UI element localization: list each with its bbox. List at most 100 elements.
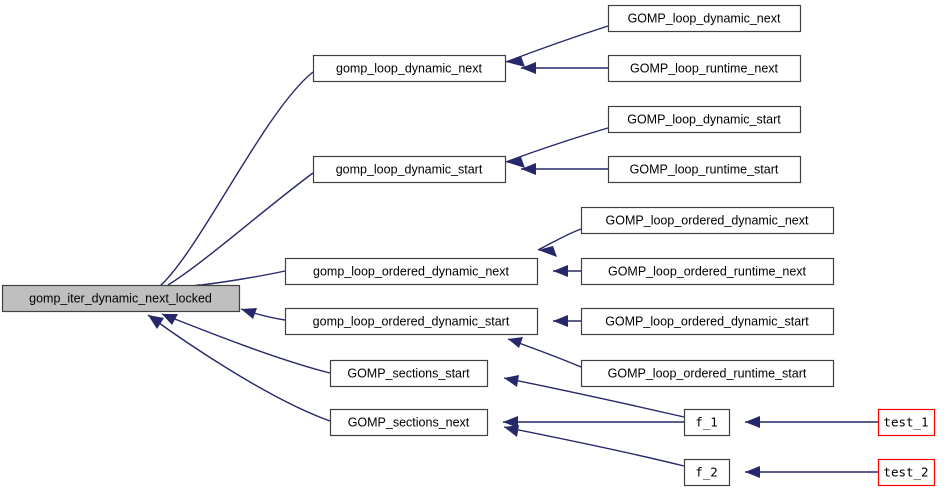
edge-line [503, 377, 685, 418]
node-box[interactable] [877, 408, 936, 437]
edge-GLRN-to-gldn [521, 62, 608, 74]
edge-GLODN-to-glodn [537, 228, 582, 257]
graph-node-f2[interactable]: f_2 [683, 458, 731, 487]
edge-GLRS-to-glds [521, 163, 608, 175]
edge-GLORN-to-glodn [553, 265, 581, 277]
node-label: gomp_loop_ordered_dynamic_next [313, 264, 509, 278]
node-box[interactable] [312, 54, 507, 83]
node-box[interactable] [580, 206, 835, 235]
node-label: gomp_loop_dynamic_next [336, 61, 482, 75]
graph-node-gldn[interactable]: gomp_loop_dynamic_next [312, 54, 507, 83]
nodes-layer: gomp_iter_dynamic_next_locked gomp_loop_d… [1, 4, 936, 487]
graph-node-glodn[interactable]: gomp_loop_ordered_dynamic_next [284, 257, 539, 286]
graph-node-glods[interactable]: gomp_loop_ordered_dynamic_start [284, 307, 539, 336]
node-box[interactable] [580, 307, 835, 336]
node-box[interactable] [683, 408, 731, 437]
node-label: gomp_loop_ordered_dynamic_start [313, 314, 510, 328]
arrowhead-icon [506, 56, 525, 67]
node-box[interactable] [607, 54, 802, 83]
edges-layer [147, 25, 878, 478]
edge-test2-to-f2 [745, 466, 878, 478]
arrowhead-icon [538, 246, 557, 257]
node-label: test_2 [883, 465, 928, 480]
node-box[interactable] [607, 155, 802, 184]
node-label: GOMP_sections_next [348, 415, 470, 429]
edge-f2-to-gsecn [503, 425, 685, 467]
edge-test1-to-f1 [745, 416, 878, 428]
node-label: test_1 [883, 415, 928, 430]
edge-line [161, 313, 331, 374]
arrowhead-icon [506, 157, 525, 168]
graph-node-gsecn[interactable]: GOMP_sections_next [329, 408, 489, 437]
arrowhead-icon [553, 315, 568, 327]
arrowhead-icon [521, 62, 536, 74]
node-label: GOMP_loop_ordered_runtime_start [608, 366, 807, 380]
graph-node-GLODS[interactable]: GOMP_loop_ordered_dynamic_start [580, 307, 835, 336]
graph-node-GLRN[interactable]: GOMP_loop_runtime_next [607, 54, 802, 83]
arrowhead-icon [745, 466, 760, 478]
edge-GLDS-to-glds [505, 127, 609, 168]
node-box[interactable] [683, 458, 731, 487]
node-label: GOMP_loop_ordered_dynamic_next [606, 213, 809, 227]
node-label: GOMP_loop_ordered_dynamic_start [605, 314, 809, 328]
edge-line [167, 172, 314, 286]
graph-node-GLDN[interactable]: GOMP_loop_dynamic_next [607, 4, 802, 33]
arrowhead-icon [745, 416, 760, 428]
node-label: f_2 [695, 465, 718, 480]
arrowhead-icon [521, 163, 536, 175]
graph-node-GLORN[interactable]: GOMP_loop_ordered_runtime_next [580, 257, 835, 286]
graph-node-glds[interactable]: gomp_loop_dynamic_start [312, 155, 507, 184]
graph-node-GLORS[interactable]: GOMP_loop_ordered_runtime_start [580, 359, 835, 388]
node-box[interactable] [284, 307, 539, 336]
node-box[interactable] [877, 458, 936, 487]
arrowhead-icon [508, 337, 523, 348]
arrowhead-icon [504, 375, 519, 387]
node-box[interactable] [1, 284, 241, 313]
node-label: gomp_iter_dynamic_next_locked [29, 291, 212, 305]
edge-line [159, 71, 314, 287]
graph-node-f1[interactable]: f_1 [683, 408, 731, 437]
node-label: GOMP_loop_dynamic_next [628, 11, 781, 25]
node-box[interactable] [312, 155, 507, 184]
graph-node-gsecs[interactable]: GOMP_sections_start [329, 359, 489, 388]
edge-line [537, 228, 582, 251]
node-box[interactable] [607, 105, 802, 134]
graph-node-test2[interactable]: test_2 [877, 458, 936, 487]
graph-node-GLRS[interactable]: GOMP_loop_runtime_start [607, 155, 802, 184]
arrowhead-icon [504, 425, 519, 437]
arrowhead-icon [503, 416, 518, 428]
node-box[interactable] [580, 257, 835, 286]
graph-node-root[interactable]: gomp_iter_dynamic_next_locked [1, 284, 241, 313]
edge-GLDN-to-gldn [505, 25, 609, 67]
edge-f1-to-gsecn [503, 416, 684, 428]
node-label: gomp_loop_dynamic_start [336, 162, 483, 176]
node-box[interactable] [607, 4, 802, 33]
edge-line [505, 25, 609, 63]
node-box[interactable] [284, 257, 539, 286]
edge-f1-to-gsecs [503, 375, 685, 418]
arrowhead-icon [553, 265, 568, 277]
node-box[interactable] [329, 359, 489, 388]
arrowhead-icon [162, 314, 178, 325]
edge-glods-to-root [240, 308, 286, 321]
node-label: f_1 [695, 415, 718, 430]
node-label: GOMP_loop_ordered_runtime_next [608, 264, 807, 278]
edge-gsecn-to-root [147, 314, 331, 422]
edge-GLODS-to-glods [553, 315, 581, 327]
edge-GLORS-to-glods [507, 337, 582, 368]
node-box[interactable] [580, 359, 835, 388]
node-box[interactable] [329, 408, 489, 437]
arrowhead-icon [241, 308, 257, 319]
node-label: GOMP_loop_runtime_next [630, 61, 779, 75]
node-label: GOMP_loop_dynamic_start [627, 112, 781, 126]
graph-node-GLODN[interactable]: GOMP_loop_ordered_dynamic_next [580, 206, 835, 235]
graph-node-test1[interactable]: test_1 [877, 408, 936, 437]
edge-line [147, 314, 331, 422]
edge-gsecs-to-root [161, 313, 331, 374]
node-label: GOMP_sections_start [347, 366, 470, 380]
graph-node-GLDS[interactable]: GOMP_loop_dynamic_start [607, 105, 802, 134]
node-label: GOMP_loop_runtime_start [630, 162, 779, 176]
arrowhead-icon [148, 315, 164, 329]
